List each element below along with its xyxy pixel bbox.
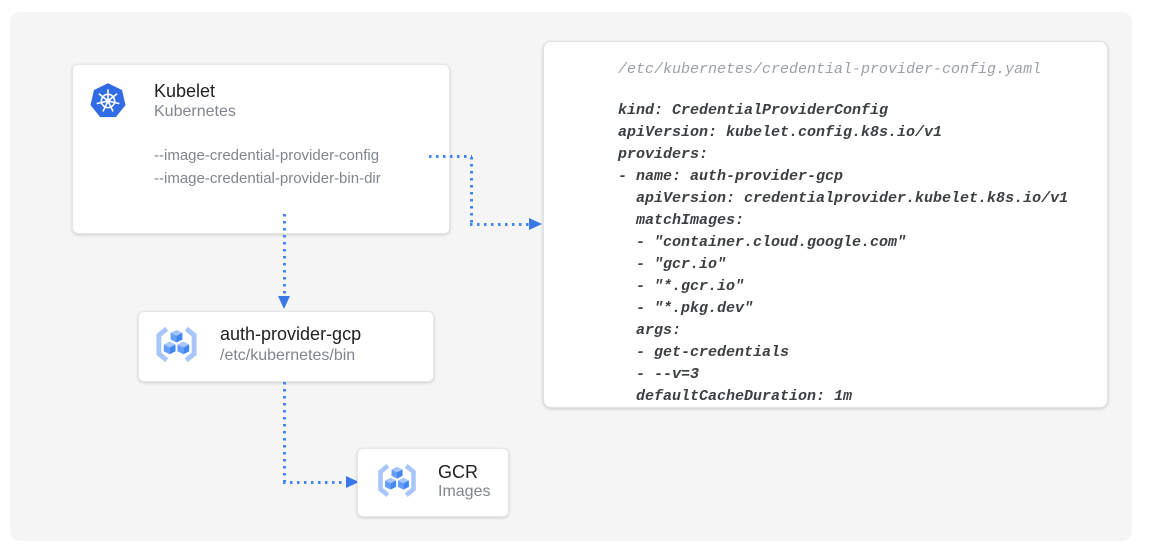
- edge-config-segment-h2: [470, 223, 529, 226]
- kubelet-title: Kubelet: [154, 81, 216, 101]
- gcr-registry-icon: [153, 323, 200, 371]
- gcr-subtitle: Images: [438, 483, 491, 500]
- kubelet-flag-config: --image-credential-provider-config: [154, 147, 380, 164]
- edge-config-segment-h1: [429, 155, 472, 158]
- edge-auth-gcr-segment-h: [283, 481, 346, 484]
- node-gcr: GCR Images: [357, 448, 509, 517]
- node-kubelet: Kubelet Kubernetes --image-credential-pr…: [72, 64, 450, 234]
- edge-kubelet-auth-arrowhead-icon: [278, 296, 290, 309]
- node-auth-provider-gcp: auth-provider-gcp /etc/kubernetes/bin: [138, 311, 434, 382]
- edge-auth-gcr-segment-v: [283, 382, 286, 482]
- credential-provider-config-panel: /etc/kubernetes/credential-provider-conf…: [543, 41, 1108, 408]
- auth-provider-subtitle: /etc/kubernetes/bin: [220, 347, 356, 364]
- edge-config-segment-v: [470, 157, 473, 224]
- kubelet-flags: --image-credential-provider-config --ima…: [154, 144, 381, 190]
- edge-kubelet-auth-segment: [283, 214, 286, 297]
- edge-config-arrowhead-icon: [529, 218, 542, 230]
- edge-auth-gcr-arrowhead-icon: [346, 476, 359, 488]
- gcr-title: GCR: [438, 462, 478, 482]
- kubernetes-icon: [89, 82, 127, 120]
- config-yaml-code: kind: CredentialProviderConfig apiVersio…: [618, 102, 1069, 405]
- gcr-registry-icon: [375, 460, 419, 506]
- config-file-path: /etc/kubernetes/credential-provider-conf…: [618, 61, 1042, 78]
- auth-provider-title: auth-provider-gcp: [220, 324, 362, 344]
- kubelet-subtitle: Kubernetes: [154, 103, 236, 120]
- kubelet-flag-bin-dir: --image-credential-provider-bin-dir: [154, 170, 381, 187]
